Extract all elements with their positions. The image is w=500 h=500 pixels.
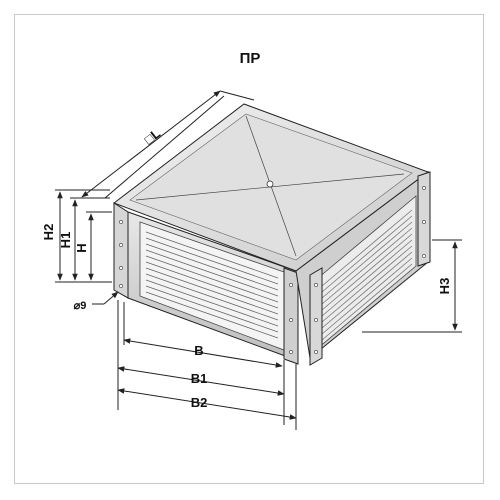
label-B1: B1 — [191, 371, 208, 386]
label-hole-diameter: ⌀9 — [74, 300, 87, 312]
center-bolt — [266, 180, 274, 188]
label-H1: H1 — [58, 232, 73, 249]
dim-L — [81, 90, 255, 199]
right-side-flange — [309, 267, 323, 366]
front-fins — [145, 231, 279, 339]
front-right-flange — [283, 267, 299, 365]
label-H: H — [74, 243, 89, 252]
back-right-flange — [417, 171, 431, 267]
right-fins — [321, 209, 413, 341]
flange-holes — [119, 186, 426, 354]
drawing-frame — [14, 14, 484, 484]
label-B2: B2 — [191, 395, 208, 410]
dim-hole-leader — [92, 291, 119, 305]
dim-left-verticals — [55, 189, 112, 283]
drawing-title: ПР — [240, 50, 261, 67]
dim-bottom — [117, 300, 297, 430]
label-H2: H2 — [41, 224, 56, 241]
left-flange — [113, 202, 129, 299]
label-B: B — [194, 343, 203, 358]
dim-H3 — [362, 239, 462, 333]
label-L: □L — [141, 126, 163, 148]
label-H3: H3 — [437, 278, 452, 295]
